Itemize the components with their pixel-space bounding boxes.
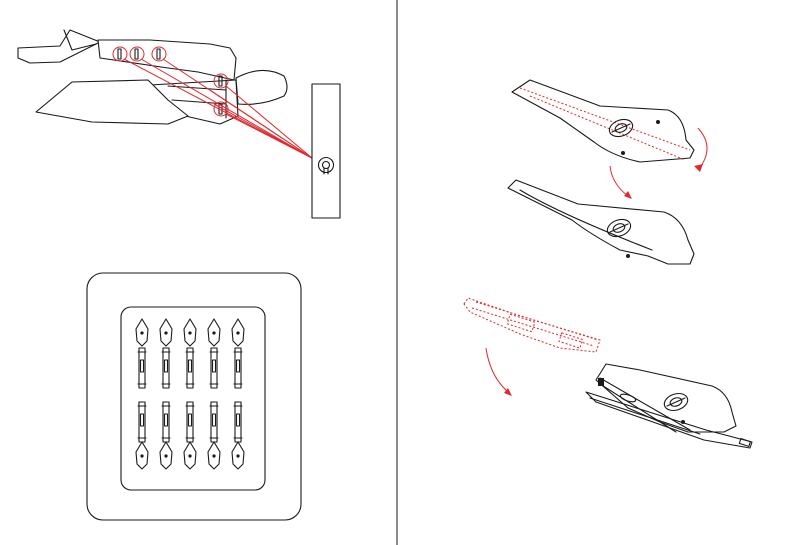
- sticker-piece: [183, 401, 197, 470]
- sticker-strip-piece: [186, 347, 194, 389]
- sticker-strip-piece: [234, 401, 242, 443]
- sticker-strip-piece: [210, 347, 218, 389]
- sticker-strip: [311, 83, 341, 219]
- aircraft-placement-panel: [17, 29, 341, 219]
- sticker-sheet-panel: [86, 272, 302, 521]
- blade-top: [511, 79, 695, 163]
- sticker-strip-piece: [138, 347, 146, 389]
- sheet-inner-frame: [120, 306, 266, 491]
- sticker-strip-piece: [162, 347, 170, 389]
- sticker-piece: [183, 318, 197, 389]
- fuselage: [97, 39, 237, 81]
- sticker-piece: [135, 401, 149, 470]
- wing: [35, 79, 189, 125]
- sticker-piece: [207, 401, 221, 470]
- sticker-strip-piece: [186, 401, 194, 443]
- sticker-strip-piece: [138, 401, 146, 443]
- sticker-strip-piece: [234, 347, 242, 389]
- ghost-outline: [463, 297, 601, 353]
- sticker-pieces: [135, 318, 245, 470]
- blade-attach-panel: [463, 297, 753, 449]
- blade-mid: [507, 179, 695, 265]
- blade-top-hub: [608, 118, 634, 138]
- sticker-strip-piece: [210, 401, 218, 443]
- sticker-strip-piece: [162, 401, 170, 443]
- sticker-piece: [159, 318, 173, 389]
- tail-section: [17, 29, 101, 64]
- fold-arrow-right: [697, 127, 708, 171]
- attach-blade: [595, 363, 737, 433]
- blade-fold-panel: [507, 79, 708, 265]
- base-plate: [585, 391, 753, 449]
- sheet-outer-frame: [86, 272, 302, 521]
- blade-mid-hub: [606, 218, 632, 238]
- attach-hub: [663, 392, 689, 412]
- slot-marks: [117, 48, 223, 115]
- fold-arrow-down: [609, 165, 629, 197]
- rotate-arrow: [485, 347, 509, 393]
- hub-icon: [317, 156, 335, 175]
- sticker-piece: [159, 401, 173, 470]
- nose-cone: [235, 69, 288, 105]
- sticker-piece: [231, 401, 245, 470]
- sticker-piece: [207, 318, 221, 389]
- sticker-piece: [135, 318, 149, 389]
- sticker-piece: [231, 318, 245, 389]
- callout-leaders: [123, 58, 313, 159]
